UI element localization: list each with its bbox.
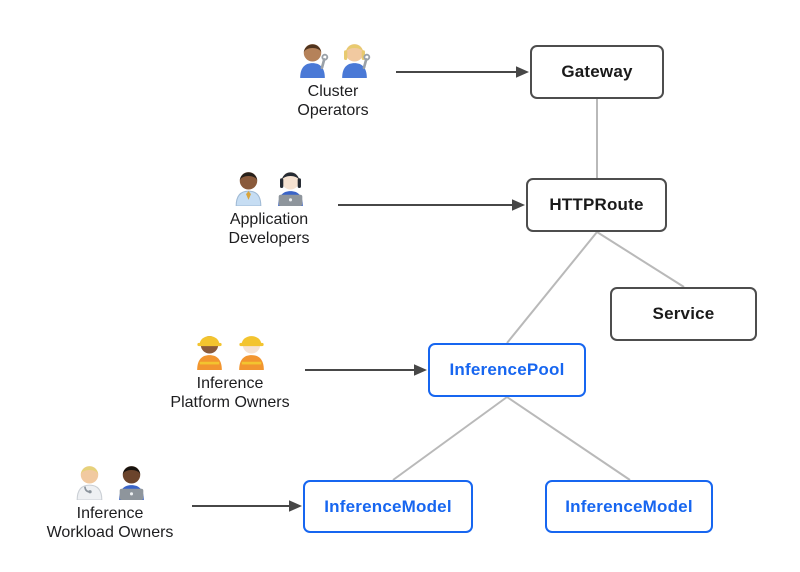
persona-label-line: Developers bbox=[228, 230, 310, 247]
persona-cluster-operators: Cluster Operators bbox=[253, 38, 413, 120]
persona-inference-platform-owners: Inference Platform Owners bbox=[150, 330, 310, 412]
arrow-inference-platform-owners-to-inferencepool bbox=[305, 364, 427, 376]
persona-label: Inference Platform Owners bbox=[150, 374, 310, 412]
persona-label: Cluster Operators bbox=[253, 82, 413, 120]
resource-box-inferencemodel-2: InferenceModel bbox=[545, 480, 713, 533]
edge-inferencepool-inferencemodel-1 bbox=[392, 396, 508, 481]
person-figure bbox=[238, 336, 264, 370]
person-figure bbox=[341, 44, 370, 78]
persona-inference-workload-owners: Inference Workload Owners bbox=[30, 460, 190, 542]
persona-label-line: Workload Owners bbox=[46, 524, 174, 541]
persona-label-line: Cluster bbox=[307, 83, 359, 100]
persona-label-line: Operators bbox=[297, 102, 369, 119]
persona-label-line: Platform Owners bbox=[170, 394, 290, 411]
arrow-application-developers-to-httproute bbox=[338, 199, 525, 211]
person-figure bbox=[118, 466, 144, 500]
persona-label-line: Application bbox=[229, 211, 309, 228]
arrow-cluster-operators-to-gateway bbox=[396, 66, 529, 78]
edge-inferencepool-inferencemodel-2 bbox=[506, 396, 631, 481]
persona-label: Application Developers bbox=[189, 210, 349, 248]
person-figure bbox=[196, 336, 222, 370]
arrow-inference-workload-owners-to-inferencemodel bbox=[192, 500, 302, 512]
construction-worker-duo-icon bbox=[150, 330, 310, 370]
resource-box-service: Service bbox=[610, 287, 757, 341]
resource-box-httproute: HTTPRoute bbox=[526, 178, 667, 232]
person-figure bbox=[235, 172, 261, 206]
resource-box-inferencemodel-1: InferenceModel bbox=[303, 480, 473, 533]
edge-httproute-inferencepool bbox=[506, 231, 598, 344]
persona-label-line: Inference bbox=[76, 505, 144, 522]
persona-label-line: Inference bbox=[196, 375, 264, 392]
edge-httproute-service bbox=[596, 231, 685, 288]
persona-label: Inference Workload Owners bbox=[30, 504, 190, 542]
resource-box-inferencepool: InferencePool bbox=[428, 343, 586, 397]
person-figure bbox=[76, 466, 102, 500]
mechanic-duo-icon bbox=[253, 38, 413, 78]
health-worker-technologist-duo-icon bbox=[30, 460, 190, 500]
person-figure bbox=[299, 44, 328, 78]
person-figure bbox=[277, 172, 303, 206]
resource-box-gateway: Gateway bbox=[530, 45, 664, 99]
developer-duo-icon bbox=[189, 166, 349, 206]
persona-application-developers: Application Developers bbox=[189, 166, 349, 248]
